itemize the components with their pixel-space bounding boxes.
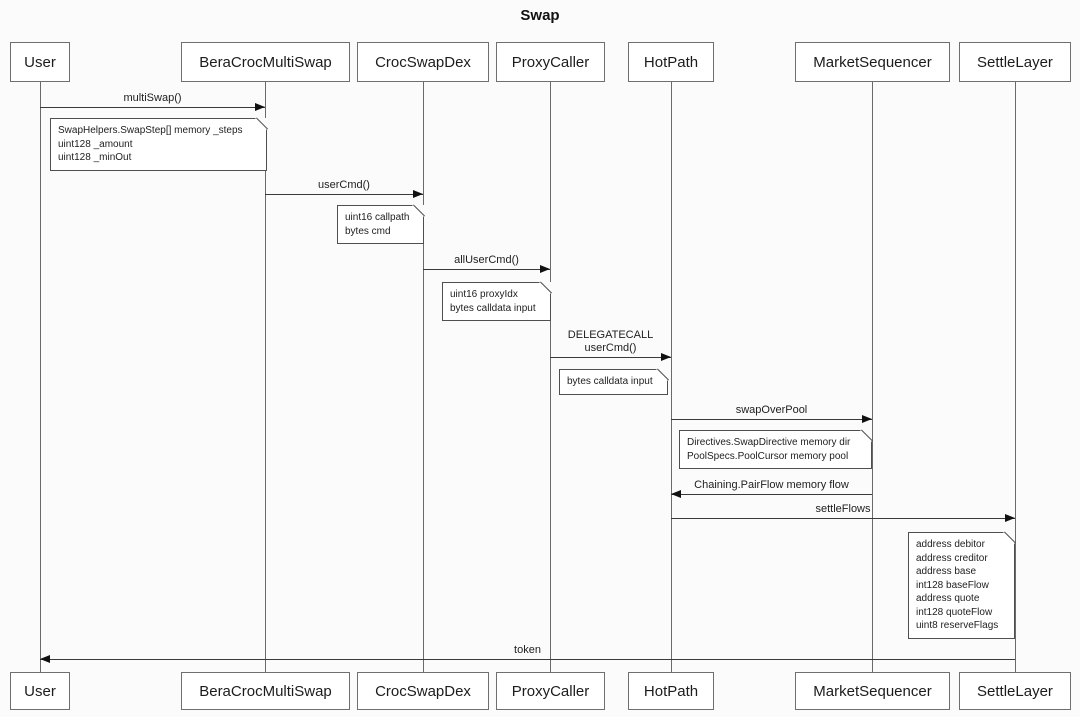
lifeline-crocswapdex — [423, 82, 424, 672]
participant-top-proxycaller: ProxyCaller — [496, 42, 605, 82]
message-label: multiSwap() — [123, 92, 182, 104]
message-line — [550, 357, 671, 358]
participant-top-settlelayer: SettleLayer — [959, 42, 1071, 82]
arrowhead-right-icon — [540, 265, 550, 273]
diagram-title: Swap — [520, 7, 560, 24]
message-label: token — [514, 644, 541, 656]
message-line — [40, 659, 1015, 660]
message-line — [423, 269, 550, 270]
note-settleflows-args: address debitor address creditor address… — [908, 532, 1015, 639]
note-delegatecall-args: bytes calldata input — [559, 369, 668, 395]
lifeline-settlelayer — [1015, 82, 1016, 672]
lifeline-beracrocmultiswap — [265, 82, 266, 672]
participant-top-crocswapdex: CrocSwapDex — [357, 42, 489, 82]
message-label: swapOverPool — [735, 404, 808, 416]
arrowhead-left-icon — [671, 490, 681, 498]
participant-top-hotpath: HotPath — [628, 42, 714, 82]
message-label: Chaining.PairFlow memory flow — [694, 479, 849, 491]
lifeline-user — [40, 82, 41, 672]
lifeline-hotpath — [671, 82, 672, 672]
participant-bottom-user: User — [10, 672, 70, 710]
message-label: userCmd() — [318, 179, 370, 191]
participant-bottom-crocswapdex: CrocSwapDex — [357, 672, 489, 710]
message-line — [671, 518, 1015, 519]
message-line — [671, 494, 872, 495]
participant-bottom-settlelayer: SettleLayer — [959, 672, 1071, 710]
lifeline-proxycaller — [550, 82, 551, 672]
message-label: DELEGATECALL userCmd() — [567, 329, 654, 354]
message-label: allUserCmd() — [454, 254, 519, 266]
note-usercmd-args: uint16 callpath bytes cmd — [337, 205, 424, 244]
message-line — [40, 107, 265, 108]
message-line — [265, 194, 423, 195]
arrowhead-right-icon — [661, 353, 671, 361]
arrowhead-right-icon — [1005, 514, 1015, 522]
note-multiswap-args: SwapHelpers.SwapStep[] memory _steps uin… — [50, 118, 267, 171]
message-line — [671, 419, 872, 420]
participant-top-user: User — [10, 42, 70, 82]
lifeline-marketsequencer — [872, 82, 873, 672]
participant-bottom-beracrocmultiswap: BeraCrocMultiSwap — [181, 672, 350, 710]
participant-bottom-hotpath: HotPath — [628, 672, 714, 710]
participant-bottom-proxycaller: ProxyCaller — [496, 672, 605, 710]
note-swapoverpool-args: Directives.SwapDirective memory dir Pool… — [679, 430, 872, 469]
note-allusercmd-args: uint16 proxyIdx bytes calldata input — [442, 282, 551, 321]
participant-bottom-marketsequencer: MarketSequencer — [795, 672, 950, 710]
participant-top-beracrocmultiswap: BeraCrocMultiSwap — [181, 42, 350, 82]
participant-top-marketsequencer: MarketSequencer — [795, 42, 950, 82]
message-label: settleFlows — [815, 503, 871, 515]
arrowhead-right-icon — [413, 190, 423, 198]
arrowhead-right-icon — [862, 415, 872, 423]
arrowhead-left-icon — [40, 655, 50, 663]
arrowhead-right-icon — [255, 103, 265, 111]
